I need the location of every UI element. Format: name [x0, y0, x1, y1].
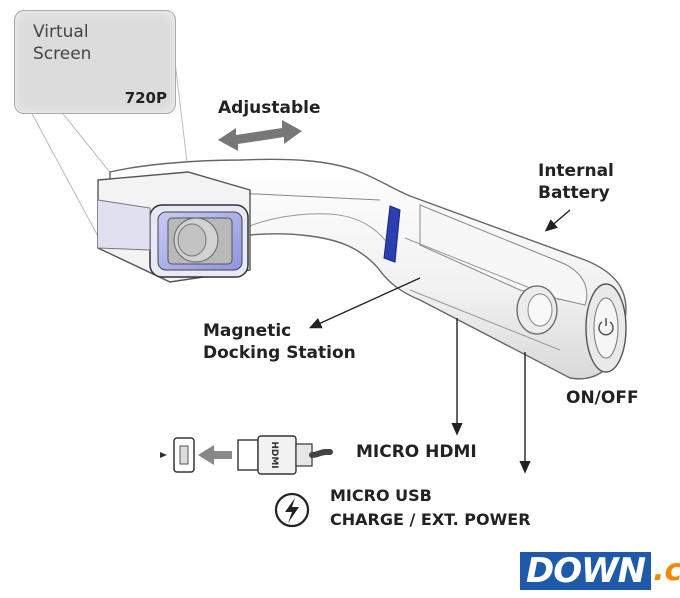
magnetic-docking-label: Magnetic Docking Station: [203, 321, 356, 363]
accent-band: [383, 205, 401, 263]
power-icon: [598, 318, 614, 336]
watermark-down: DOWN: [520, 552, 652, 590]
on-off-label: ON/OFF: [566, 388, 639, 408]
virtual-screen-resolution: 720P: [124, 89, 167, 107]
docking-arrow: [308, 277, 421, 329]
charge-ext-power-label: CHARGE / EXT. POWER: [330, 510, 531, 529]
lens-housing: [97, 171, 251, 283]
watermark-logo: DOWN .cc: [520, 552, 680, 590]
hdmi-port-icon: [160, 437, 195, 473]
bolt-icon: [274, 492, 310, 528]
micro-usb-label: MICRO USB: [330, 486, 432, 505]
adjustable-label: Adjustable: [218, 98, 321, 118]
hdmi-plug: HDMI: [237, 435, 333, 475]
vs-leader-line: [29, 109, 101, 241]
battery-arrow: [544, 209, 571, 232]
micro-hdmi-label: MICRO HDMI: [356, 442, 477, 462]
hdmi-plug-label: HDMI: [269, 441, 279, 468]
insert-arrow-icon: [198, 445, 232, 465]
virtual-screen-title: Virtual Screen: [33, 22, 92, 64]
watermark-cc: .cc: [653, 553, 680, 588]
internal-battery-label: Internal Battery: [538, 161, 614, 203]
double-arrow-icon: [218, 120, 302, 151]
virtual-screen-card: Virtual Screen 720P: [14, 10, 176, 114]
